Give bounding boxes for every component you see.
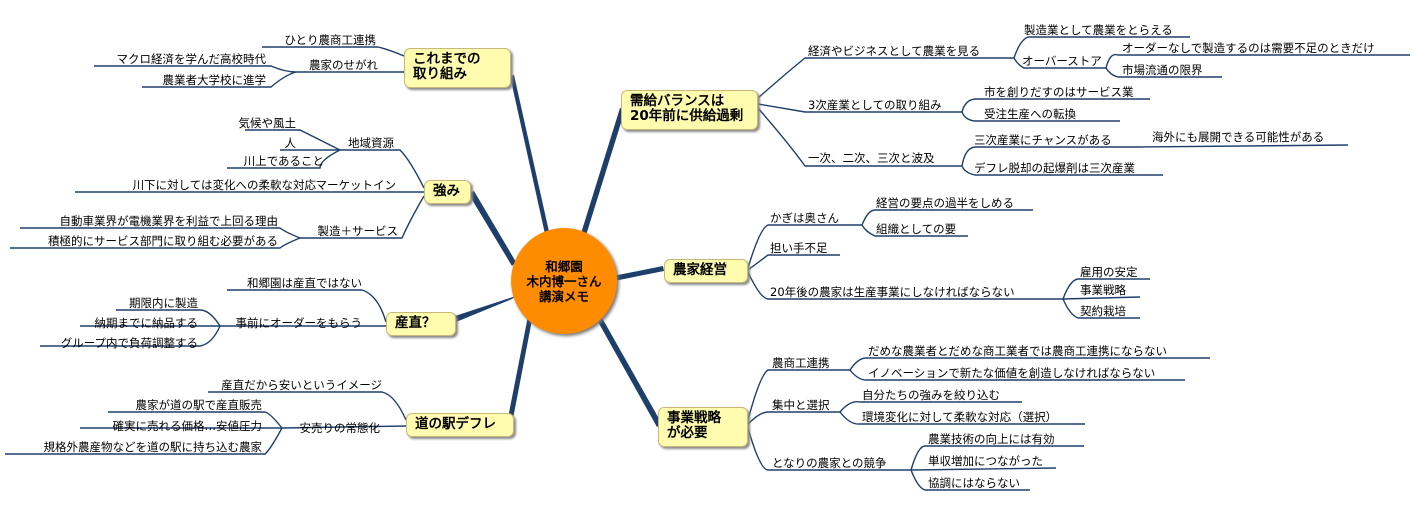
branch-noka bbox=[613, 266, 664, 281]
label-michi-hanbai[interactable]: 農家が道の駅で産直販売 bbox=[135, 398, 263, 412]
label-kyocho[interactable]: 協調にはならない bbox=[928, 476, 1020, 490]
label-tanshu[interactable]: 単収増加につながった bbox=[928, 454, 1043, 468]
central-topic[interactable]: 和郷園 木内博一さん 講演メモ bbox=[511, 228, 617, 334]
label-jidosha[interactable]: 自動車業界が電機業界を利益で上回る理由 bbox=[59, 214, 279, 228]
label-chiiki[interactable]: 地域資源 bbox=[348, 136, 394, 150]
label-kiko[interactable]: 気候や風土 bbox=[238, 116, 297, 130]
branch-jigyo bbox=[597, 316, 662, 427]
label-sekkyoku[interactable]: 積極的にサービス部門に取り組む必要がある bbox=[48, 234, 278, 248]
label-shiborikomu[interactable]: 自分たちの強みを絞り込む bbox=[862, 388, 1000, 402]
topic-tsuyomi[interactable]: 強み bbox=[424, 180, 471, 204]
label-hakyu[interactable]: 一次、二次、三次と波及 bbox=[808, 151, 935, 165]
label-kikakugai[interactable]: 規格外農産物などを道の駅に持ち込む農家 bbox=[43, 440, 263, 454]
label-jizen-order[interactable]: 事前にオーダーをもらう bbox=[235, 316, 363, 330]
topic-jukyu[interactable]: 需給バランスは 20年前に供給過剰 bbox=[621, 90, 758, 130]
label-marketin[interactable]: マーケットイン bbox=[315, 178, 397, 192]
label-deflation[interactable]: デフレ脱却の起爆剤は三次産業 bbox=[974, 161, 1135, 175]
label-seizo-service[interactable]: 製造＋サービス bbox=[317, 224, 399, 238]
branch-sanchoku bbox=[455, 296, 516, 322]
label-keiei-yoten[interactable]: 経営の要点の過半をしめる bbox=[876, 196, 1014, 210]
label-order-nashi[interactable]: オーダーなしで製造するのは需要不足のときだけ bbox=[1122, 41, 1375, 55]
branch-tsuyomi bbox=[468, 191, 516, 266]
label-gijutsu[interactable]: 農業技術の向上には有効 bbox=[928, 432, 1055, 446]
label-kigen[interactable]: 期限内に製造 bbox=[129, 296, 198, 310]
label-kankyo[interactable]: 環境変化に対して柔軟な対応（選択） bbox=[862, 410, 1058, 424]
main-branches bbox=[455, 75, 664, 427]
label-tonari[interactable]: となりの農家との競争 bbox=[772, 456, 887, 470]
label-keiyaku[interactable]: 契約栽培 bbox=[1080, 304, 1126, 318]
topic-noka[interactable]: 農家経営 bbox=[664, 259, 748, 283]
label-keizai[interactable]: 経済やビジネスとして農業を見る bbox=[808, 44, 981, 58]
label-ninaite[interactable]: 担い手不足 bbox=[770, 241, 828, 255]
label-noki[interactable]: 納期までに納品する bbox=[94, 316, 199, 330]
label-yasuuri[interactable]: 安売りの常態化 bbox=[299, 421, 381, 435]
label-kakaku[interactable]: 確実に売れる価格…安値圧力 bbox=[112, 419, 263, 433]
label-yasui-image[interactable]: 産直だから安いというイメージ bbox=[221, 378, 382, 392]
sub-branches bbox=[5, 36, 1410, 491]
branch-jukyu bbox=[578, 108, 625, 245]
label-kawashimo[interactable]: 川下に対しては変化への柔軟な対応 bbox=[132, 178, 316, 192]
branch-michi bbox=[507, 316, 532, 424]
topic-korekara[interactable]: これまでの 取り組み bbox=[404, 48, 511, 88]
label-shuchu[interactable]: 集中と選択 bbox=[772, 398, 830, 412]
label-dame[interactable]: だめな農業者とだめな商工業者では農商工連携にならない bbox=[868, 344, 1167, 358]
topic-michi[interactable]: 道の駅デフレ bbox=[406, 413, 514, 437]
label-nijunen[interactable]: 20年後の農家は生産事業にしなければならない bbox=[770, 285, 1015, 299]
label-overstore[interactable]: オーバーストア bbox=[1022, 54, 1102, 68]
label-wagoen-not[interactable]: 和郷園は産直ではない bbox=[247, 276, 362, 290]
branch-korekara bbox=[510, 75, 552, 245]
label-noshoko[interactable]: 農商工連携 bbox=[772, 356, 830, 370]
label-shijo[interactable]: 市場流通の限界 bbox=[1122, 63, 1203, 77]
label-kagi[interactable]: かぎは奥さん bbox=[770, 211, 839, 225]
central-topic-label: 和郷園 木内博一さん 講演メモ bbox=[526, 258, 602, 304]
label-koyo[interactable]: 雇用の安定 bbox=[1080, 265, 1138, 279]
label-hitori[interactable]: ひとり農商工連携 bbox=[284, 33, 376, 47]
topic-jigyo[interactable]: 事業戦略 が必要 bbox=[658, 407, 748, 447]
label-hito[interactable]: 人 bbox=[284, 136, 297, 150]
label-kaigai[interactable]: 海外にも展開できる可能性がある bbox=[1152, 130, 1325, 144]
label-seizogyo[interactable]: 製造業として農業をとらえる bbox=[1024, 23, 1173, 37]
topic-sanchoku[interactable]: 産直？ bbox=[386, 312, 456, 336]
label-juchu[interactable]: 受注生産への転換 bbox=[984, 107, 1076, 121]
label-fuka[interactable]: グループ内で負荷調整する bbox=[60, 336, 198, 350]
label-kawakami[interactable]: 川上であること bbox=[243, 154, 324, 168]
label-innovation[interactable]: イノベーションで新たな価値を創造しなければならない bbox=[868, 366, 1156, 380]
label-soshiki[interactable]: 組織としての要 bbox=[876, 222, 957, 236]
label-jigyo-senryaku[interactable]: 事業戦略 bbox=[1080, 283, 1126, 297]
label-macro[interactable]: マクロ経済を学んだ高校時代 bbox=[116, 52, 267, 66]
label-daigakko[interactable]: 農業者大学校に進学 bbox=[162, 73, 267, 87]
label-sanji[interactable]: 3次産業としての取り組み bbox=[808, 98, 942, 112]
label-segare[interactable]: 農家のせがれ bbox=[309, 58, 378, 72]
label-chance[interactable]: 三次産業にチャンスがある bbox=[974, 133, 1112, 147]
label-ichi[interactable]: 市を創りだすのはサービス業 bbox=[984, 85, 1134, 99]
